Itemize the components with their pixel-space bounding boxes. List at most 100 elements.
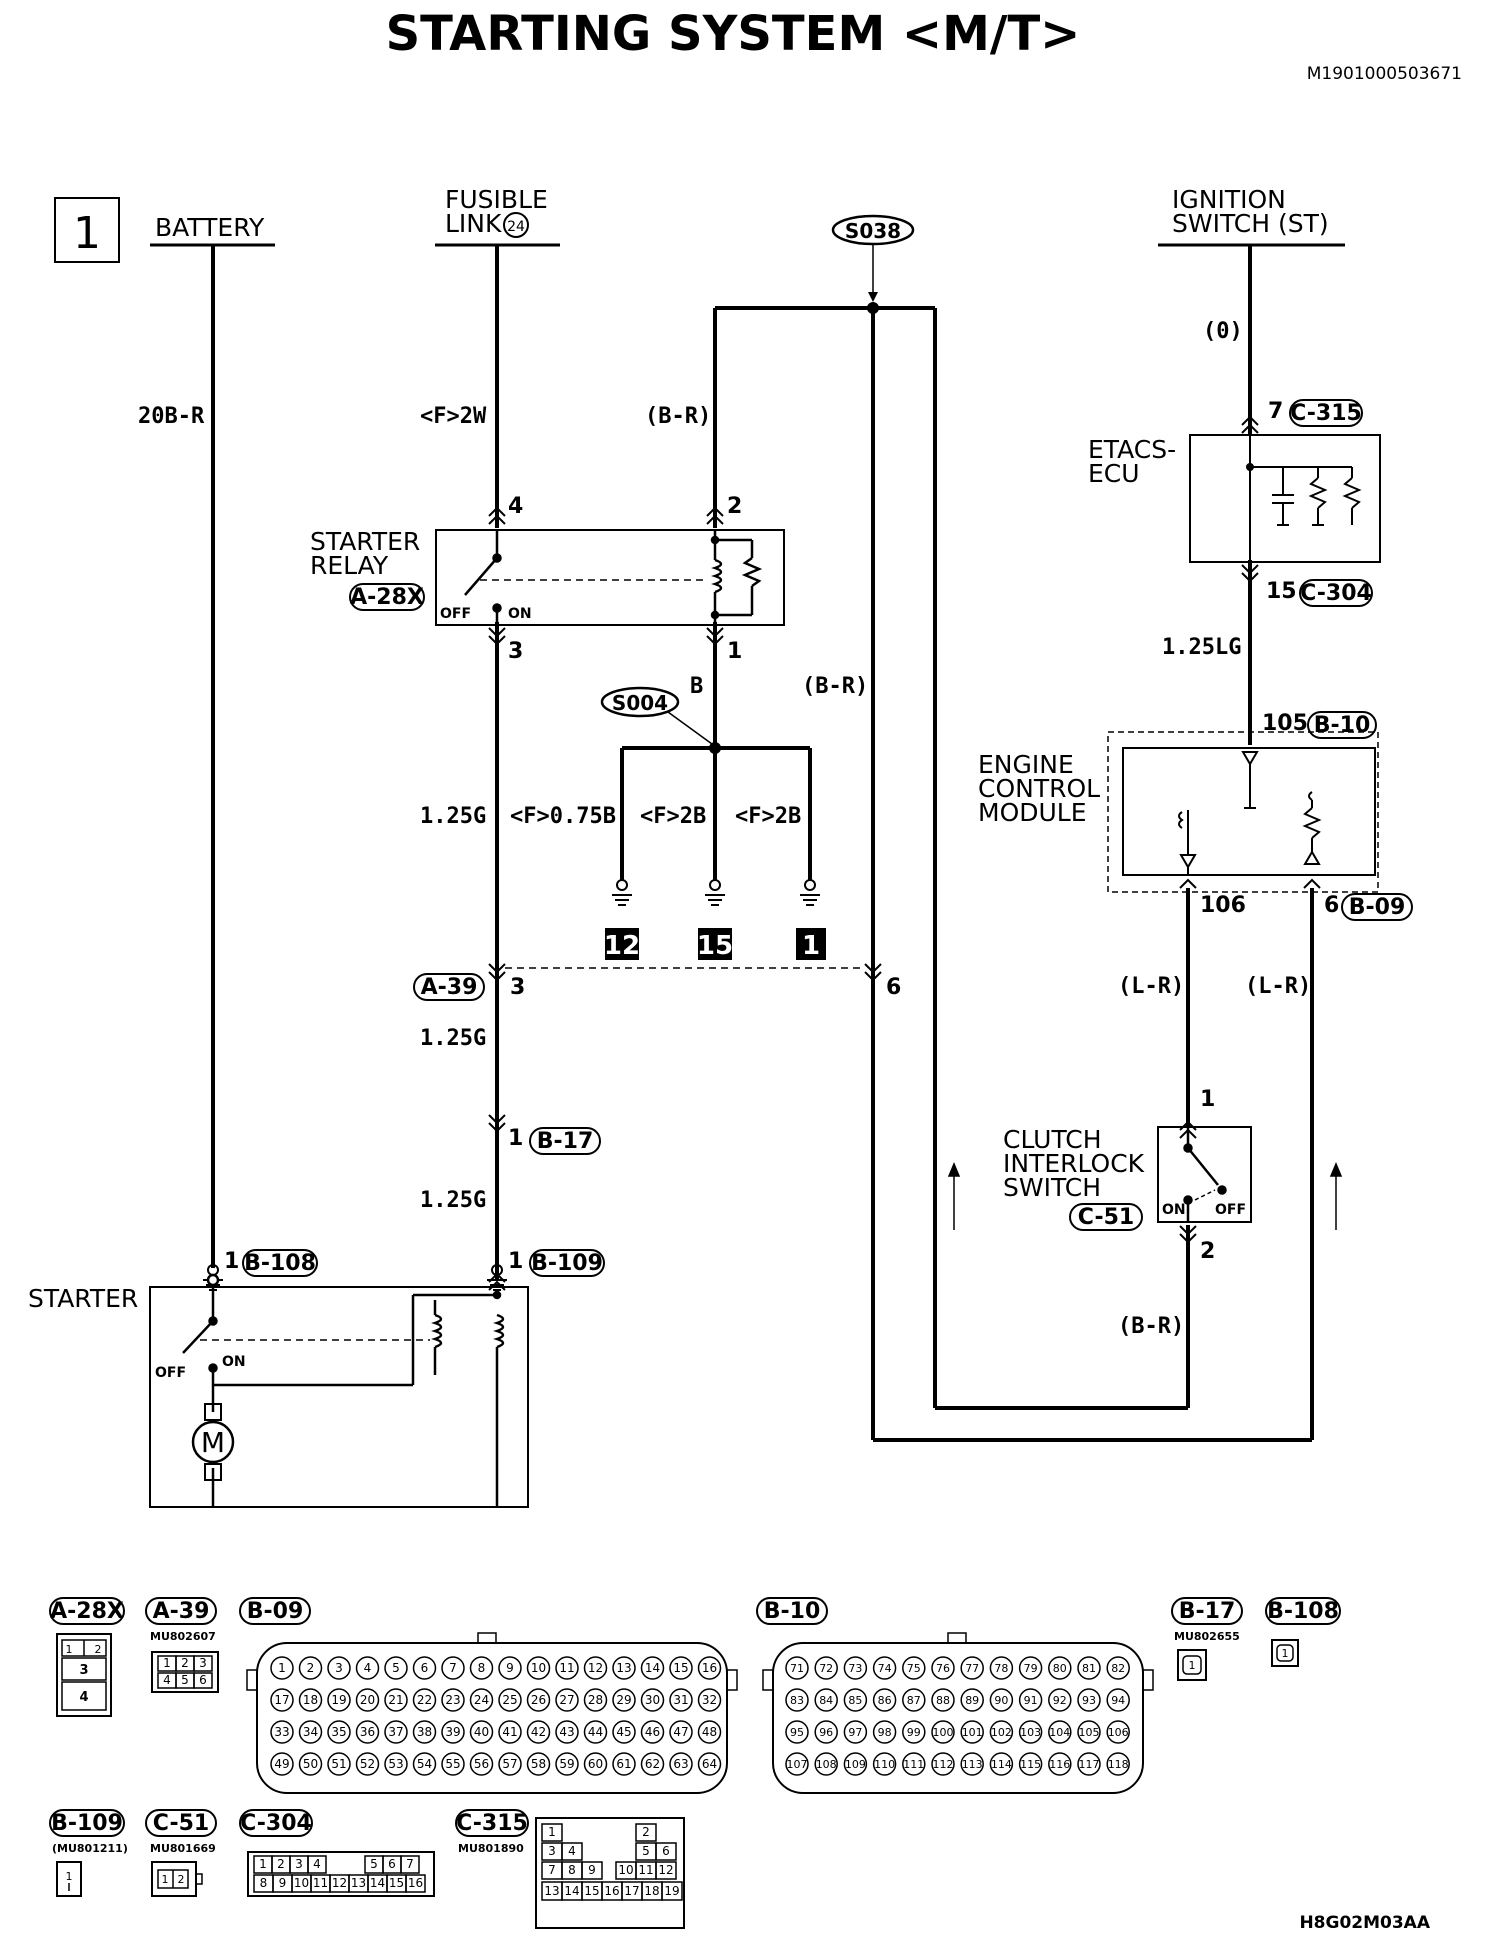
c315-pin bbox=[635, 1823, 657, 1842]
b10-pin bbox=[1077, 1720, 1101, 1744]
b10-pin bbox=[1048, 1720, 1072, 1744]
starter-motor-label: M bbox=[201, 1426, 225, 1459]
c304-pin-number: 6 bbox=[388, 1857, 396, 1871]
b09-pin bbox=[441, 1656, 465, 1680]
b10-pin-number: 106 bbox=[1108, 1726, 1129, 1739]
b09-pin-number: 19 bbox=[331, 1693, 346, 1707]
a39-pin-number: 5 bbox=[181, 1673, 189, 1687]
b09-pin bbox=[612, 1752, 636, 1776]
b09-pin-number: 61 bbox=[616, 1757, 631, 1771]
starter-relay-off-label: OFF bbox=[440, 606, 471, 622]
c315-pin-number: 6 bbox=[662, 1844, 670, 1858]
b09-pin-number: 37 bbox=[388, 1725, 403, 1739]
clutch-switch-connector-label: C-51 bbox=[1078, 1205, 1134, 1230]
b09-pin-number: 21 bbox=[388, 1693, 403, 1707]
c304-pin-number: 7 bbox=[406, 1857, 414, 1871]
c304-pin-number: 16 bbox=[408, 1876, 423, 1890]
ground-12-label: 12 bbox=[604, 931, 640, 961]
c315-pin-number: 15 bbox=[584, 1884, 599, 1898]
b09-pin-number: 29 bbox=[616, 1693, 631, 1707]
c315-pin-number: 11 bbox=[638, 1863, 653, 1877]
b09-pin bbox=[640, 1688, 665, 1712]
c315-pin bbox=[655, 1842, 677, 1861]
b09-pin bbox=[441, 1720, 465, 1744]
c304-pin-number: 11 bbox=[313, 1876, 328, 1890]
clutch-switch-internals bbox=[1183, 1127, 1227, 1222]
b09-pin-number: 63 bbox=[673, 1757, 688, 1771]
b09-pin bbox=[526, 1688, 551, 1712]
ecm-internals bbox=[1178, 751, 1322, 875]
c304-pin-number: 1 bbox=[259, 1857, 267, 1871]
b10-pin-number: 102 bbox=[991, 1726, 1012, 1739]
b10-pin bbox=[872, 1688, 897, 1712]
svg-text:B-108: B-108 bbox=[1267, 1599, 1339, 1624]
b09-pin bbox=[583, 1752, 608, 1776]
svg-text:A-28X: A-28X bbox=[50, 1599, 124, 1624]
b10-pin bbox=[1048, 1752, 1072, 1776]
c304-pin-number: 10 bbox=[294, 1876, 309, 1890]
c304-pin-number: 15 bbox=[389, 1876, 404, 1890]
b10-pin-number: 95 bbox=[790, 1726, 804, 1739]
fusible-link-number-circle bbox=[503, 212, 529, 238]
b09-pin bbox=[469, 1656, 494, 1680]
a39-connector-label: A-39 bbox=[421, 975, 478, 1000]
connector-chevrons bbox=[488, 415, 1321, 1291]
b10-pin bbox=[785, 1720, 809, 1744]
b10-pin-number: 78 bbox=[994, 1662, 1008, 1675]
splice-s038-arrowhead bbox=[868, 292, 878, 302]
b09-pin bbox=[384, 1720, 408, 1744]
b10-pin-number: 105 bbox=[1079, 1726, 1100, 1739]
b10-pin-number: 101 bbox=[962, 1726, 983, 1739]
ecm-pin-6: 6 bbox=[1324, 893, 1339, 918]
b09-pin bbox=[526, 1720, 551, 1744]
b10-pin bbox=[814, 1752, 838, 1776]
b108-pin-1: 1 bbox=[224, 1249, 239, 1274]
b10-pin bbox=[960, 1688, 984, 1712]
b09-pin-number: 13 bbox=[616, 1661, 631, 1675]
b09-pin-number: 36 bbox=[360, 1725, 375, 1739]
svg-text:1: 1 bbox=[66, 1870, 73, 1883]
ecm-pin-105: 105 bbox=[1262, 711, 1308, 736]
c315-pin-number: 10 bbox=[618, 1863, 633, 1877]
b09-pin bbox=[612, 1720, 636, 1744]
b10-pin bbox=[843, 1656, 868, 1680]
connector-face-c51: C-51 MU801669 1 2 bbox=[145, 1809, 217, 1897]
b09-pin-number: 41 bbox=[502, 1725, 517, 1739]
a39-connector-tag bbox=[413, 973, 485, 1001]
b10-pin bbox=[902, 1752, 926, 1776]
clutch-switch-label-2: INTERLOCK bbox=[1003, 1149, 1145, 1178]
b10-pin-number: 73 bbox=[848, 1662, 862, 1675]
b10-pin bbox=[814, 1688, 838, 1712]
b10-pin bbox=[872, 1720, 897, 1744]
svg-text:B-10: B-10 bbox=[764, 1599, 821, 1624]
b09-pin-number: 54 bbox=[417, 1757, 432, 1771]
svg-text:C-304: C-304 bbox=[240, 1811, 312, 1836]
b09-pin bbox=[555, 1752, 579, 1776]
b09-pin bbox=[640, 1656, 665, 1680]
etacs-ecu-label-1: ETACS- bbox=[1088, 435, 1176, 464]
b10-pin bbox=[902, 1656, 926, 1680]
relay-pin-2: 2 bbox=[727, 494, 742, 519]
b09-pin bbox=[669, 1720, 693, 1744]
etacs-pin-7: 7 bbox=[1268, 399, 1283, 424]
starter-relay-connector-tag bbox=[349, 583, 425, 611]
b10-pin bbox=[814, 1720, 838, 1744]
b10-pin bbox=[902, 1720, 926, 1744]
fusible-link-label-2: LINK bbox=[445, 209, 502, 238]
b09-pin bbox=[469, 1720, 494, 1744]
splice-s038-label: S038 bbox=[845, 219, 901, 243]
b09-pin-number: 46 bbox=[645, 1725, 660, 1739]
b09-pin bbox=[270, 1720, 294, 1744]
b10-pin bbox=[989, 1688, 1014, 1712]
b10-pin-number: 93 bbox=[1082, 1694, 1096, 1707]
b10-pin-number: 108 bbox=[816, 1758, 837, 1771]
svg-text:1: 1 bbox=[1189, 1659, 1196, 1672]
svg-text:C-51: C-51 bbox=[153, 1811, 209, 1836]
b09-pin-number: 2 bbox=[307, 1661, 315, 1675]
connector-face-b17: B-17 MU802655 1 bbox=[1171, 1597, 1243, 1681]
c315-pin-number: 7 bbox=[548, 1863, 556, 1877]
